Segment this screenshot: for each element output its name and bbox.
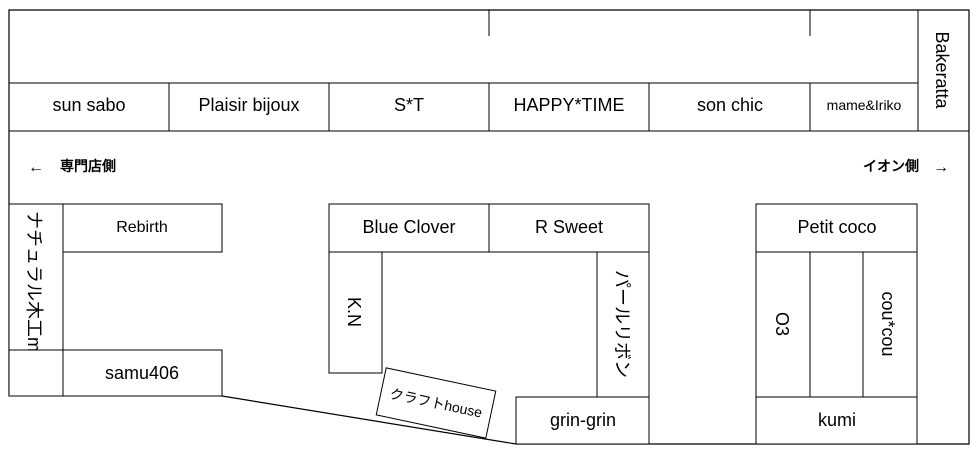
booth-o3 — [755, 251, 811, 398]
outer-wall — [8, 9, 970, 445]
shop-mame-iriko: mame&Iriko — [827, 97, 902, 113]
shop-coucou: cou*cou — [878, 291, 898, 356]
shop-bakeratta: Bakeratta — [932, 31, 952, 109]
booth-empty-middle — [809, 251, 864, 398]
booth-pearl-ribbon — [596, 251, 650, 398]
shop-son-chic: son chic — [697, 95, 763, 115]
shop-o3: O3 — [772, 312, 792, 336]
shop-plaisir-bijoux: Plaisir bijoux — [198, 95, 299, 115]
shop-kumi: kumi — [818, 410, 856, 430]
shop-sun-sabo: sun sabo — [52, 95, 125, 115]
booth-blue-clover — [328, 203, 490, 253]
shop-rebirth: Rebirth — [116, 219, 168, 236]
shop-kn: K.N — [344, 297, 364, 327]
booth-left-corner — [8, 349, 64, 397]
shop-st: S*T — [394, 95, 424, 115]
booth-kn — [328, 251, 383, 374]
booth-coucou — [862, 251, 918, 398]
left-arrow-icon: ← — [28, 159, 44, 176]
booth-petit-coco — [755, 203, 918, 253]
direction-aeon-side: イオン側 — [863, 158, 919, 174]
shop-petit-coco: Petit coco — [797, 217, 876, 237]
booth-r-sweet — [488, 203, 650, 253]
booth-rebirth — [62, 203, 223, 253]
direction-specialty-side: 専門店側 — [60, 158, 116, 174]
booth-kumi — [755, 396, 918, 445]
shop-r-sweet: R Sweet — [535, 217, 603, 237]
shop-blue-clover: Blue Clover — [362, 217, 455, 237]
shop-grin-grin: grin-grin — [550, 410, 616, 430]
booth-momo — [8, 203, 64, 351]
booth-grin-grin — [515, 396, 650, 445]
shop-momo: ナチュラル木工momo — [24, 211, 44, 387]
booth-craft-house — [375, 367, 497, 439]
shop-pearl-ribbon: パールリボン — [612, 270, 632, 378]
shop-samu406: samu406 — [105, 363, 179, 383]
shop-happy-time: HAPPY*TIME — [513, 95, 624, 115]
right-arrow-icon: → — [933, 159, 949, 176]
booth-samu406 — [62, 349, 223, 397]
